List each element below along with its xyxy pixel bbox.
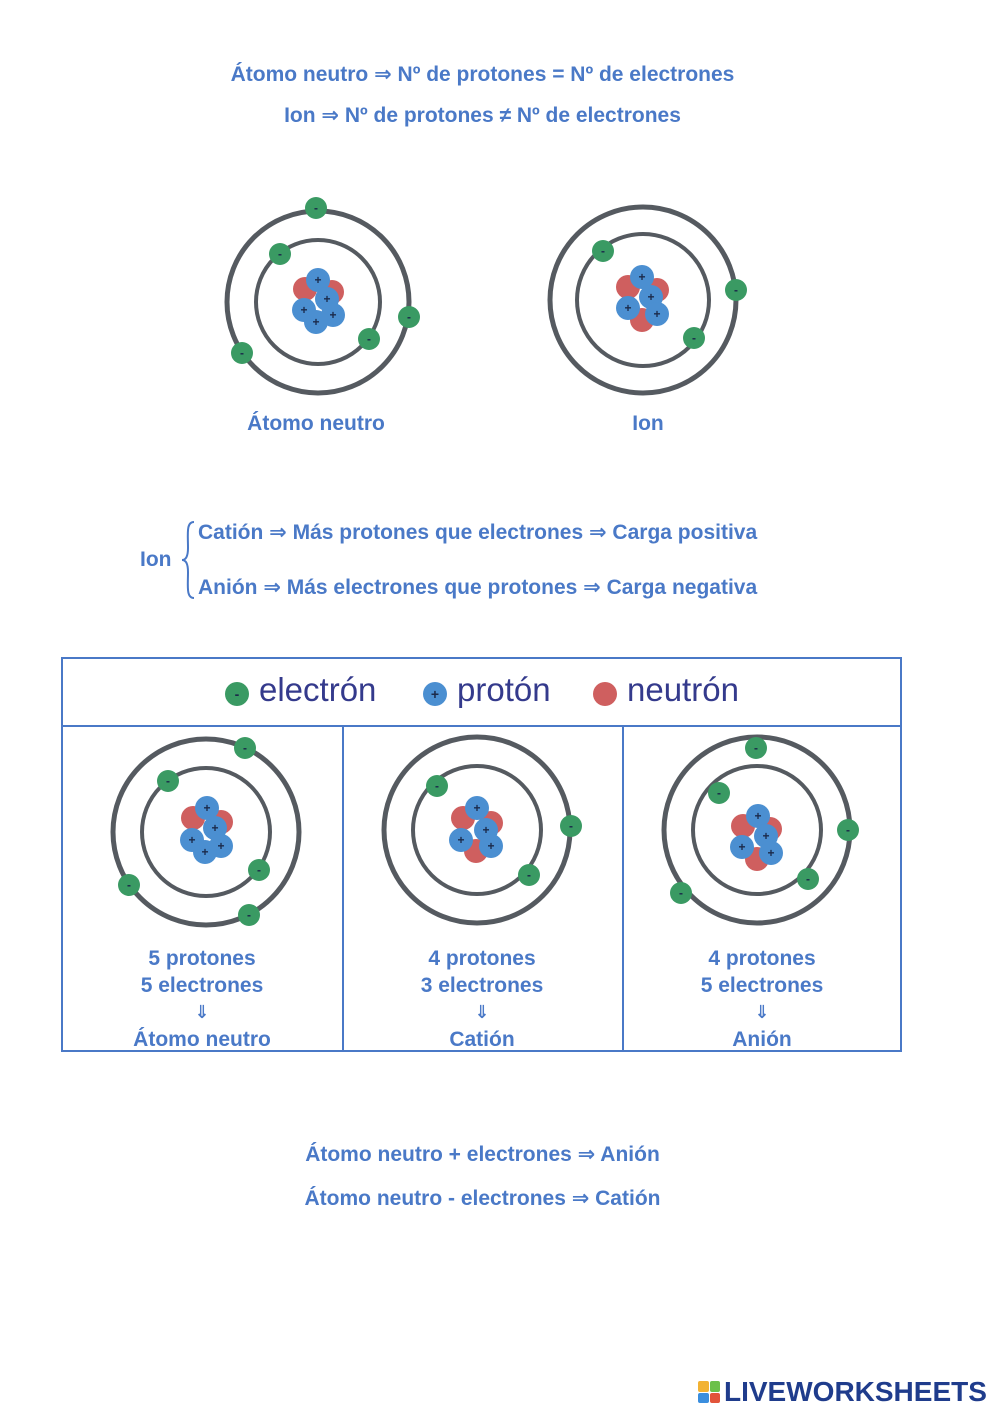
inner-orbit	[575, 232, 711, 368]
cell-neutral-text: 5 protones 5 electrones ⇓ Átomo neutro	[63, 945, 341, 1053]
ion-types-heading: Ion	[140, 548, 172, 571]
svg-text:+: +	[653, 307, 660, 321]
legend: - electrón + protón neutrón	[63, 659, 900, 727]
cell-cation-text: 4 protones 3 electrones ⇓ Catión	[343, 945, 621, 1053]
down-arrow-icon: ⇓	[754, 1002, 770, 1022]
neutral-atom-label: Átomo neutro	[247, 412, 385, 435]
nucleus: + + + + +	[292, 268, 345, 334]
cell-electrons: 3 electrones	[420, 974, 544, 997]
svg-text:+: +	[762, 829, 769, 843]
svg-text:+: +	[329, 308, 336, 322]
svg-text:-: -	[166, 774, 170, 788]
svg-text:-: -	[679, 886, 683, 900]
svg-text:+: +	[738, 840, 745, 854]
cation-definition: Catión ⇒ Más protones que electrones ⇒ C…	[198, 521, 758, 544]
legend-proton: + protón	[423, 671, 551, 709]
rule-remove-electrons: Átomo neutro - electrones ⇒ Catión	[304, 1187, 661, 1210]
svg-text:-: -	[240, 346, 244, 360]
definition-ion: Ion ⇒ Nº de protones ≠ Nº de electrones	[284, 104, 681, 127]
table-atom-diagrams: + + + + + - - - - - + + + + - - -	[110, 734, 859, 928]
nucleus: + + + +	[616, 265, 669, 332]
svg-text:-: -	[314, 201, 318, 215]
inner-orbit	[254, 238, 382, 366]
cell-protons: 5 protones	[148, 947, 256, 970]
cell-divider	[622, 725, 624, 1052]
svg-text:+: +	[767, 846, 774, 860]
svg-text:+: +	[624, 301, 631, 315]
svg-text:-: -	[407, 310, 411, 324]
ion-label: Ion	[632, 412, 664, 435]
cell-protons: 4 protones	[428, 947, 536, 970]
cell-protons: 4 protones	[708, 947, 816, 970]
svg-text:-: -	[243, 741, 247, 755]
neutral-atom-diagram: + + + + + - - - - -	[224, 197, 420, 396]
svg-text:-: -	[127, 878, 131, 892]
legend-neutron: neutrón	[593, 671, 739, 709]
svg-text:+: +	[201, 845, 208, 859]
svg-text:+: +	[457, 833, 464, 847]
top-atom-diagrams: + + + + + - - - - - + + + +	[224, 197, 747, 396]
svg-text:+: +	[312, 315, 319, 329]
svg-text:+: +	[188, 833, 195, 847]
liveworksheets-icon	[698, 1381, 720, 1403]
svg-text:-: -	[569, 819, 573, 833]
svg-text:-: -	[278, 247, 282, 261]
svg-text:+: +	[638, 270, 645, 284]
svg-text:+: +	[203, 801, 210, 815]
svg-text:-: -	[527, 868, 531, 882]
rule-add-electrons: Átomo neutro + electrones ⇒ Anión	[305, 1143, 660, 1166]
down-arrow-icon: ⇓	[194, 1002, 210, 1022]
cell-result: Catión	[449, 1028, 515, 1051]
svg-text:-: -	[257, 863, 261, 877]
electron-dot-icon: -	[225, 682, 249, 706]
cell-electrons: 5 electrones	[140, 974, 264, 997]
svg-text:-: -	[846, 823, 850, 837]
legend-proton-label: protón	[457, 671, 551, 708]
svg-text:-: -	[734, 283, 738, 297]
anion-definition: Anión ⇒ Más electrones que protones ⇒ Ca…	[198, 576, 758, 599]
electrons: - - - - -	[231, 197, 420, 364]
cell-anion-diagram: + + + + - - - - -	[661, 734, 859, 926]
examples-table: - electrón + protón neutrón	[61, 657, 902, 1052]
svg-text:+: +	[323, 292, 330, 306]
svg-text:-: -	[754, 741, 758, 755]
svg-text:-: -	[367, 332, 371, 346]
svg-text:+: +	[314, 273, 321, 287]
svg-text:-: -	[717, 786, 721, 800]
svg-text:+: +	[473, 801, 480, 815]
svg-text:+: +	[754, 809, 761, 823]
cell-cation-diagram: + + + + - - -	[381, 734, 582, 926]
legend-electron-label: electrón	[259, 671, 377, 708]
cell-anion-text: 4 protones 5 electrones ⇓ Anión	[623, 945, 901, 1053]
svg-text:-: -	[247, 908, 251, 922]
neutron-dot-icon	[593, 682, 617, 706]
svg-text:+: +	[217, 839, 224, 853]
svg-text:-: -	[806, 872, 810, 886]
down-arrow-icon: ⇓	[474, 1002, 490, 1022]
cell-divider	[342, 725, 344, 1052]
svg-text:+: +	[487, 839, 494, 853]
svg-text:+: +	[647, 290, 654, 304]
electrons: - - -	[592, 240, 747, 349]
svg-text:-: -	[692, 331, 696, 345]
proton-dot-icon: +	[423, 682, 447, 706]
cell-result: Átomo neutro	[133, 1028, 271, 1051]
cell-electrons: 5 electrones	[700, 974, 824, 997]
svg-text:-: -	[435, 779, 439, 793]
legend-electron: - electrón	[225, 671, 376, 709]
cell-result: Anión	[732, 1028, 792, 1051]
curly-brace	[181, 521, 195, 599]
svg-text:+: +	[482, 823, 489, 837]
ion-diagram: + + + + - - -	[547, 204, 747, 396]
brand-logo: LIVEWORKSHEETS	[698, 1376, 987, 1408]
svg-text:+: +	[300, 303, 307, 317]
cell-neutral-atom-diagram: + + + + + - - - - -	[110, 736, 302, 928]
legend-neutron-label: neutrón	[627, 671, 739, 708]
brand-name: LIVEWORKSHEETS	[724, 1376, 987, 1407]
definition-neutral-atom: Átomo neutro ⇒ Nº de protones = Nº de el…	[230, 63, 735, 86]
svg-text:+: +	[211, 821, 218, 835]
svg-text:-: -	[601, 244, 605, 258]
